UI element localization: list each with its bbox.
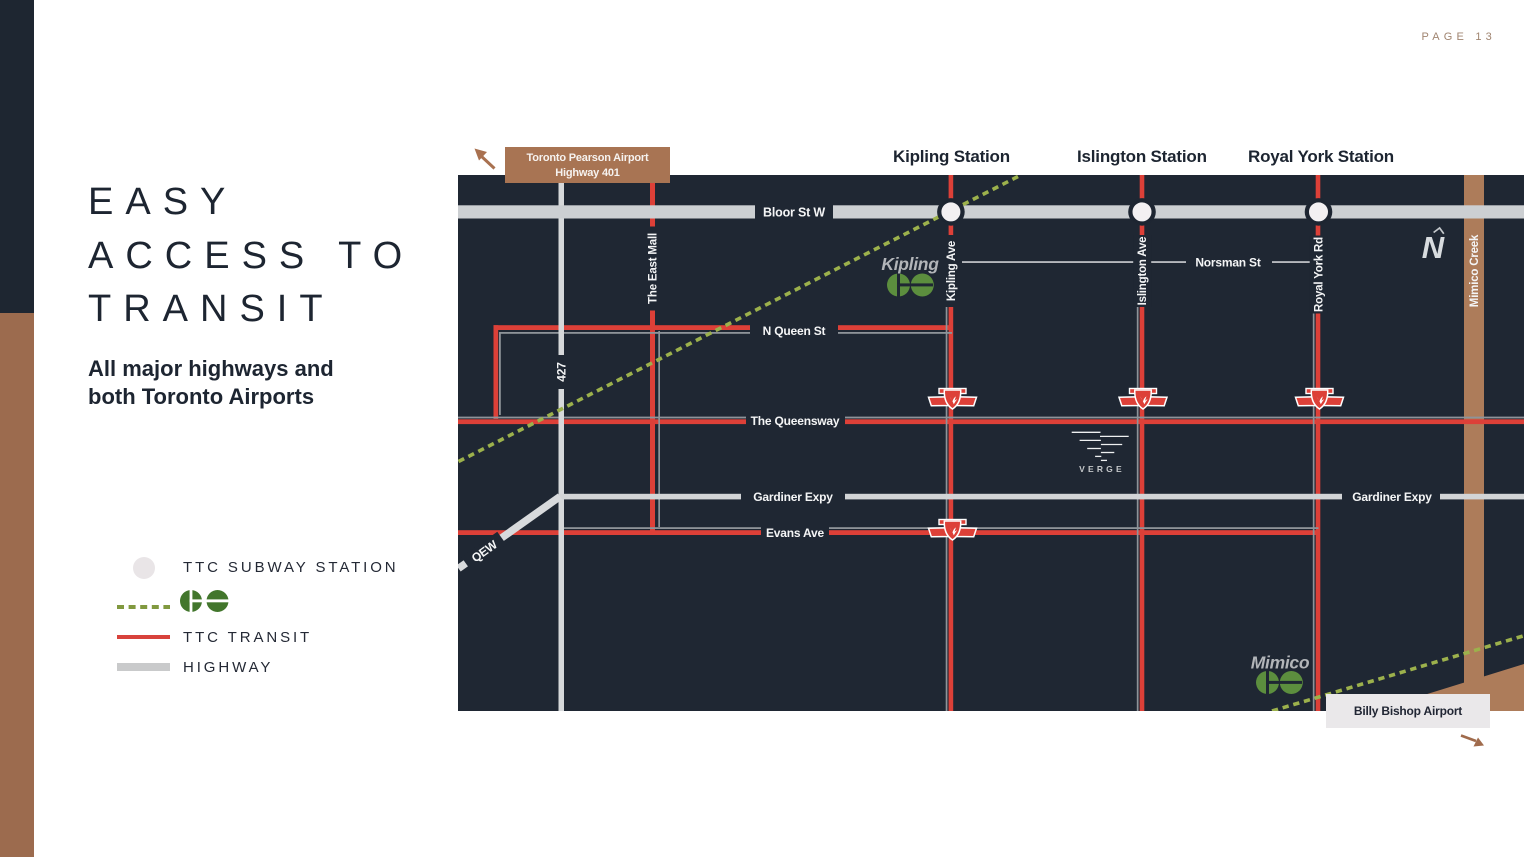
svg-text:Royal York Rd: Royal York Rd — [1314, 237, 1326, 312]
svg-text:Gardiner Expy: Gardiner Expy — [753, 490, 833, 504]
svg-text:Mimico: Mimico — [1251, 653, 1310, 673]
svg-text:N: N — [1422, 230, 1445, 265]
svg-text:Norsman St: Norsman St — [1195, 256, 1261, 270]
svg-text:VERGE: VERGE — [1079, 464, 1125, 474]
svg-text:Gardiner Expy: Gardiner Expy — [1352, 490, 1432, 504]
svg-text:Mimico Creek: Mimico Creek — [1469, 234, 1481, 307]
svg-text:Kipling: Kipling — [881, 254, 939, 274]
svg-text:Bloor St W: Bloor St W — [763, 206, 825, 220]
svg-text:The East Mall: The East Mall — [648, 233, 660, 304]
svg-text:Kipling Ave: Kipling Ave — [946, 241, 958, 301]
svg-text:Evans Ave: Evans Ave — [766, 526, 825, 540]
svg-text:The Queensway: The Queensway — [751, 414, 840, 428]
svg-text:Islington Ave: Islington Ave — [1137, 237, 1149, 306]
svg-text:427: 427 — [555, 362, 569, 382]
svg-text:N Queen St: N Queen St — [763, 324, 826, 338]
